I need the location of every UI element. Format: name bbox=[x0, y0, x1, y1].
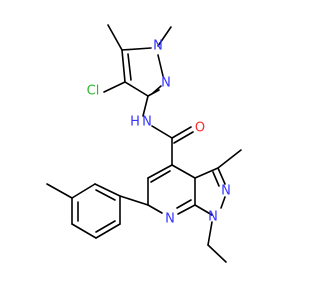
bond bbox=[46, 183, 73, 199]
bond bbox=[173, 131, 194, 144]
bond bbox=[147, 204, 163, 214]
bond bbox=[71, 183, 96, 199]
atom-label-layer: Cl N N N H O N N N bbox=[87, 39, 231, 227]
bond bbox=[194, 204, 213, 216]
amide-hydrogen-label: H bbox=[130, 115, 140, 130]
nitrogen-atom-label: N bbox=[161, 76, 171, 91]
bond bbox=[177, 204, 196, 215]
bond bbox=[127, 53, 132, 81]
bond bbox=[119, 195, 149, 206]
structure-canvas: Cl N N N H O N N N bbox=[46, 24, 242, 263]
pyridine-nitrogen-label: N bbox=[165, 212, 175, 227]
bond bbox=[71, 223, 97, 239]
bond bbox=[150, 170, 171, 183]
bond bbox=[147, 164, 173, 179]
bond bbox=[152, 85, 162, 94]
amide-nitrogen-label: N bbox=[142, 115, 152, 130]
bond bbox=[94, 183, 121, 197]
bond bbox=[142, 95, 149, 117]
bond bbox=[194, 167, 219, 179]
bond bbox=[121, 47, 152, 51]
bond bbox=[220, 196, 226, 209]
molecule-diagram: Cl N N N H O N N N bbox=[46, 24, 242, 263]
bond-layer bbox=[46, 24, 242, 263]
nitrogen-atom-label: N bbox=[153, 39, 163, 54]
bond bbox=[212, 171, 220, 187]
bond bbox=[95, 220, 116, 233]
bond bbox=[217, 149, 242, 169]
bond bbox=[95, 189, 116, 201]
chlorine-atom-label: Cl bbox=[87, 84, 100, 99]
bond bbox=[124, 81, 149, 97]
bond bbox=[171, 164, 196, 179]
bond bbox=[176, 199, 192, 209]
nitrogen-atom-label: N bbox=[221, 184, 231, 199]
bond bbox=[157, 26, 172, 47]
oxygen-atom-label: O bbox=[195, 121, 205, 136]
bond bbox=[157, 54, 164, 77]
bond bbox=[171, 126, 192, 139]
bond bbox=[207, 221, 213, 246]
bond bbox=[121, 49, 126, 83]
bond bbox=[151, 125, 173, 139]
bond bbox=[217, 167, 226, 185]
bond bbox=[107, 24, 123, 51]
bond bbox=[103, 81, 126, 93]
nitrogen-atom-label: N bbox=[208, 210, 218, 225]
bond bbox=[95, 223, 121, 239]
bond bbox=[207, 244, 227, 263]
